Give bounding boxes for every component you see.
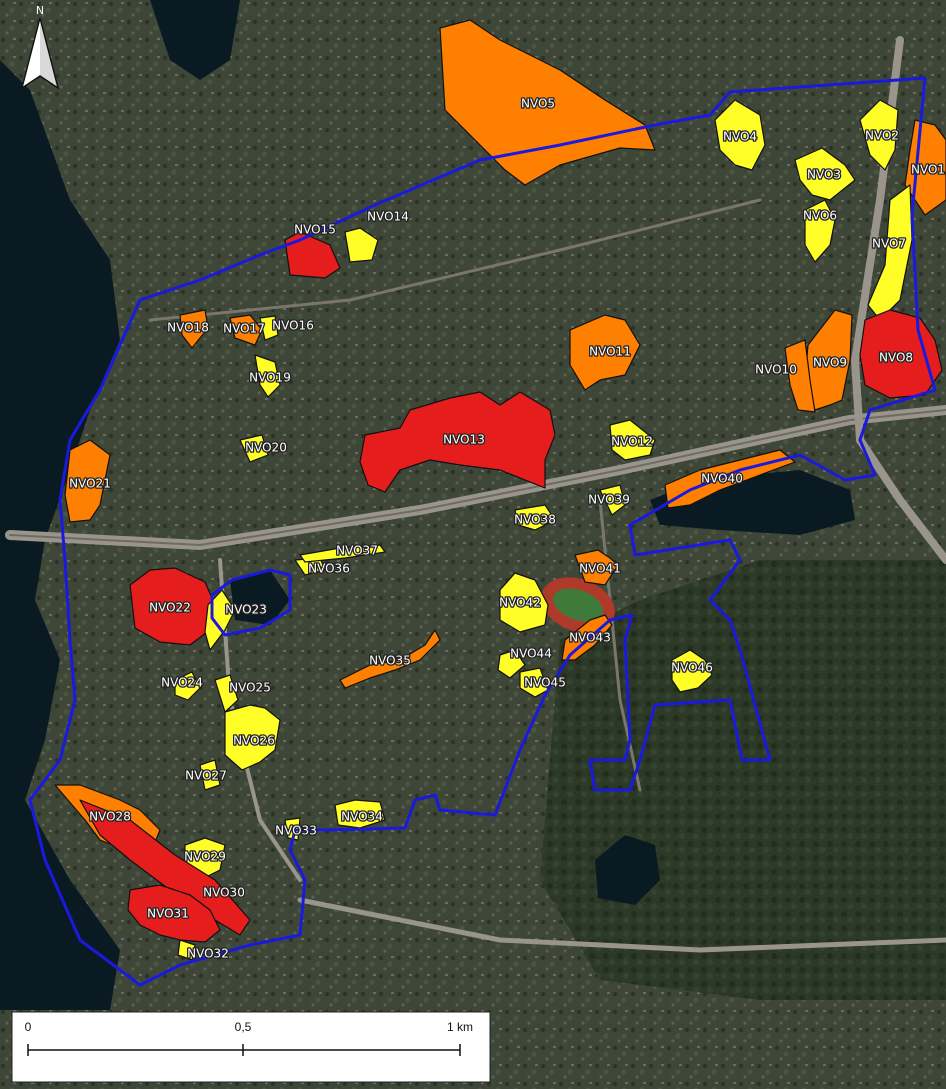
area-polygon-nvo10[interactable] [784,339,816,413]
area-label-nvo41: NVO41 [579,562,621,576]
area-polygon-nvo21[interactable] [64,439,111,523]
area-label-nvo22: NVO22 [149,601,191,615]
area-label-nvo2: NVO2 [865,129,899,143]
water-pond [230,570,290,625]
area-label-nvo18: NVO18 [167,321,209,335]
area-polygon-nvo30[interactable] [79,799,251,936]
area-label-nvo14: NVO14 [367,210,409,224]
area-polygon-nvo2[interactable] [859,99,899,171]
study-area-boundary-pond [210,568,292,637]
area-polygon-nvo3[interactable] [794,147,856,201]
area-polygon-nvo27[interactable] [199,759,221,791]
area-polygon-nvo41[interactable] [574,549,619,586]
area-label-nvo21: NVO21 [69,477,111,491]
area-label-nvo7: NVO7 [872,237,906,251]
area-label-nvo27: NVO27 [185,769,227,783]
area-label-nvo28: NVO28 [89,810,131,824]
area-label-nvo23: NVO23 [225,603,267,617]
area-label-nvo24: NVO24 [161,676,203,690]
area-label-nvo40: NVO40 [701,472,743,486]
area-polygon-nvo32[interactable] [177,939,196,961]
area-label-nvo46: NVO46 [671,661,713,675]
scale-label-0: 0 [25,1020,32,1034]
area-label-nvo35: NVO35 [369,654,411,668]
area-label-nvo9: NVO9 [813,356,847,370]
north-arrow-letter: N [36,4,44,17]
area-label-nvo39: NVO39 [588,493,630,507]
area-labels: NVO1NVO2NVO3NVO4NVO5NVO6NVO7NVO8NVO9NVO1… [68,95,946,962]
area-polygon-nvo38[interactable] [514,504,556,531]
area-polygon-nvo34[interactable] [334,799,386,829]
area-label-nvo20: NVO20 [245,441,287,455]
area-polygon-nvo35[interactable] [339,629,441,689]
area-label-nvo34: NVO34 [341,810,383,824]
area-polygon-nvo46[interactable] [671,649,713,693]
area-polygon-nvo39[interactable] [599,484,626,516]
area-polygon-nvo18[interactable] [179,309,209,349]
scale-label-1km: 1 km [447,1020,473,1034]
scale-label-half: 0,5 [235,1020,252,1034]
area-polygon-nvo15[interactable] [284,231,341,279]
area-label-nvo26: NVO26 [233,734,275,748]
area-polygon-nvo17[interactable] [229,314,263,346]
area-polygon-nvo25[interactable] [214,674,239,713]
area-polygon-nvo19[interactable] [254,354,281,398]
area-polygon-nvo26[interactable] [224,704,281,771]
area-polygon-nvo45[interactable] [519,667,549,698]
area-polygon-nvo31[interactable] [127,884,221,943]
area-label-nvo8: NVO8 [879,351,913,365]
scale-bar-box [11,1011,491,1083]
area-polygon-nvo12[interactable] [609,419,656,461]
area-polygon-nvo13[interactable] [359,391,556,493]
area-polygon-nvo37[interactable] [299,544,386,563]
area-label-nvo6: NVO6 [803,209,837,223]
area-polygon-nvo42[interactable] [499,572,549,633]
area-polygon-nvo14[interactable] [344,227,379,263]
area-polygon-nvo24[interactable] [174,671,201,701]
area-label-nvo1: NVO1 [911,163,945,177]
area-label-nvo12: NVO12 [611,435,653,449]
nature-value-areas [54,19,946,961]
water-lake-south [595,835,660,905]
water-west [0,60,120,1010]
area-label-nvo44: NVO44 [510,647,552,661]
area-label-nvo29: NVO29 [184,850,226,864]
north-arrow: N [20,4,60,90]
area-label-nvo25: NVO25 [229,681,271,695]
area-label-nvo37: NVO37 [336,544,378,558]
area-label-nvo3: NVO3 [807,168,841,182]
area-label-nvo10: NVO10 [755,363,797,377]
area-label-nvo43: NVO43 [569,631,611,645]
area-label-nvo42: NVO42 [499,596,541,610]
area-label-nvo30: NVO30 [203,886,245,900]
area-label-nvo38: NVO38 [514,513,556,527]
area-label-nvo31: NVO31 [147,907,189,921]
area-label-nvo16: NVO16 [272,319,314,333]
area-polygon-nvo11[interactable] [569,314,641,391]
area-polygon-nvo4[interactable] [714,99,766,171]
area-polygon-nvo43[interactable] [561,614,613,661]
area-polygon-nvo33[interactable] [284,817,301,841]
area-label-nvo4: NVO4 [723,130,757,144]
study-area-boundary [28,76,937,987]
area-label-nvo11: NVO11 [589,345,631,359]
water-north [150,0,240,80]
area-label-nvo36: NVO36 [308,562,350,576]
area-polygon-nvo44[interactable] [497,649,526,679]
area-polygon-nvo16[interactable] [259,315,279,341]
area-polygon-nvo20[interactable] [239,434,269,463]
scale-bar: 0 0,5 1 km [11,1011,491,1083]
area-label-nvo33: NVO33 [275,824,317,838]
area-polygon-nvo5[interactable] [439,19,656,186]
area-label-nvo13: NVO13 [443,433,485,447]
area-polygon-nvo6[interactable] [804,199,836,263]
area-label-nvo32: NVO32 [187,947,229,961]
area-label-nvo45: NVO45 [524,676,566,690]
area-label-nvo17: NVO17 [223,322,265,336]
area-label-nvo15: NVO15 [294,223,336,237]
area-label-nvo19: NVO19 [249,371,291,385]
area-label-nvo5: NVO5 [521,97,555,111]
